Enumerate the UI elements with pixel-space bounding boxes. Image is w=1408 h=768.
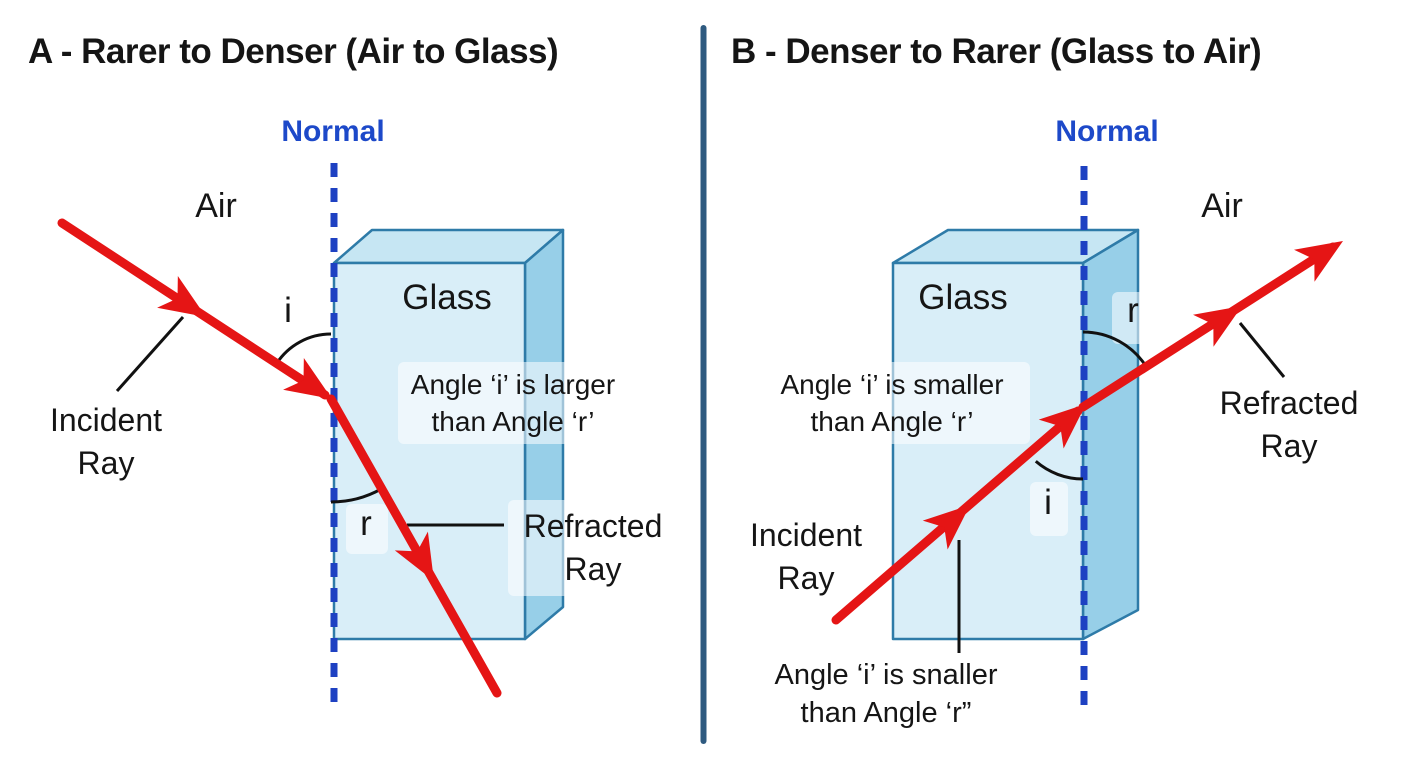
angle-i-arc-b xyxy=(1034,460,1084,481)
air-label-a: Air xyxy=(195,187,237,225)
incident-ray-label-a-line1: Incident xyxy=(49,402,163,438)
incident-b-tip-arrowhead xyxy=(1038,404,1086,449)
refracted-ray-label-a: Refracted Ray xyxy=(524,505,663,591)
angle-r-label-a: r xyxy=(360,504,372,543)
note-a-bg xyxy=(398,362,634,444)
refracted-b-tip-arrowhead xyxy=(1294,241,1343,282)
air-label-b: Air xyxy=(1201,187,1243,225)
incident-ray-label-a: Incident Ray xyxy=(50,399,162,485)
glass-label-a: Glass xyxy=(402,278,492,317)
refracted-ray-label-b-line2: Ray xyxy=(1260,428,1318,464)
normal-label-b: Normal xyxy=(1055,115,1159,148)
refracted-ray-a-line xyxy=(326,394,502,698)
r-b-bg xyxy=(1112,292,1154,344)
incident-ray-label-a-line2: Ray xyxy=(77,445,135,481)
angle-note-b-line1: Angle ‘i’ is smaller xyxy=(780,369,1004,400)
angle-i-label-b: i xyxy=(1044,483,1052,522)
panel-b-title: B - Denser to Rarer (Glass to Air) xyxy=(731,32,1262,71)
incident-a-tip-arrowhead xyxy=(283,357,332,399)
angle-r-arc-b xyxy=(1082,330,1148,368)
pointer-lines xyxy=(115,316,1286,653)
angle-note-a-line1: Angle ‘i’ is larger xyxy=(410,369,616,400)
refracted-b-pointer xyxy=(1238,322,1286,378)
refracted-ray-label-a-line1: Refracted xyxy=(523,508,663,544)
angle-note-b-line2: than Angle ‘r’ xyxy=(810,406,974,437)
incident-ray-label-b-line2: Ray xyxy=(777,560,835,596)
angle-note-a: Angle ‘i’ is larger than Angle ‘r’ xyxy=(411,366,615,440)
i-b-bg xyxy=(1030,482,1068,536)
angle-r-label-b: r xyxy=(1127,291,1139,330)
panel-a-title: A - Rarer to Denser (Air to Glass) xyxy=(28,32,559,71)
glass-a-top-face xyxy=(332,228,565,265)
angle-note-b: Angle ‘i’ is smaller than Angle ‘r’ xyxy=(780,366,1003,440)
r-a-bg xyxy=(346,504,388,554)
glass-label-b: Glass xyxy=(918,278,1008,317)
refracted-ray-label-a-line2: Ray xyxy=(564,551,622,587)
incident-a-pointer xyxy=(115,316,185,392)
ray-arrowheads xyxy=(157,241,1343,581)
refracted-ray-b-line xyxy=(1078,242,1338,412)
label-backgrounds xyxy=(346,292,1154,596)
normal-label-a: Normal xyxy=(281,115,385,148)
note-b-bg xyxy=(756,362,1030,444)
angle-note-a-line2: than Angle ‘r’ xyxy=(431,406,595,437)
glass-b-front-face xyxy=(891,261,1085,641)
angle-footnote-b-line1: Angle ‘i’ is snaller xyxy=(774,659,998,691)
incident-a-mid-arrowhead xyxy=(157,275,206,317)
refracted-a-bg xyxy=(508,500,684,596)
angle-footnote-b-line2: than Angle ‘r” xyxy=(800,697,972,729)
refracted-a-mid-arrowhead xyxy=(394,531,434,581)
refracted-b-mid-arrowhead xyxy=(1193,306,1242,347)
angle-i-label-a: i xyxy=(284,291,292,330)
angle-footnote-b: Angle ‘i’ is snaller than Angle ‘r” xyxy=(775,656,998,732)
angle-i-arc-a xyxy=(275,332,332,365)
refracted-ray-label-b: Refracted Ray xyxy=(1220,382,1359,468)
incident-ray-label-b: Incident Ray xyxy=(750,514,862,600)
incident-ray-label-b-line1: Incident xyxy=(749,517,863,553)
refracted-ray-label-b-line1: Refracted xyxy=(1219,385,1359,421)
incident-b-mid-arrowhead xyxy=(922,505,970,550)
